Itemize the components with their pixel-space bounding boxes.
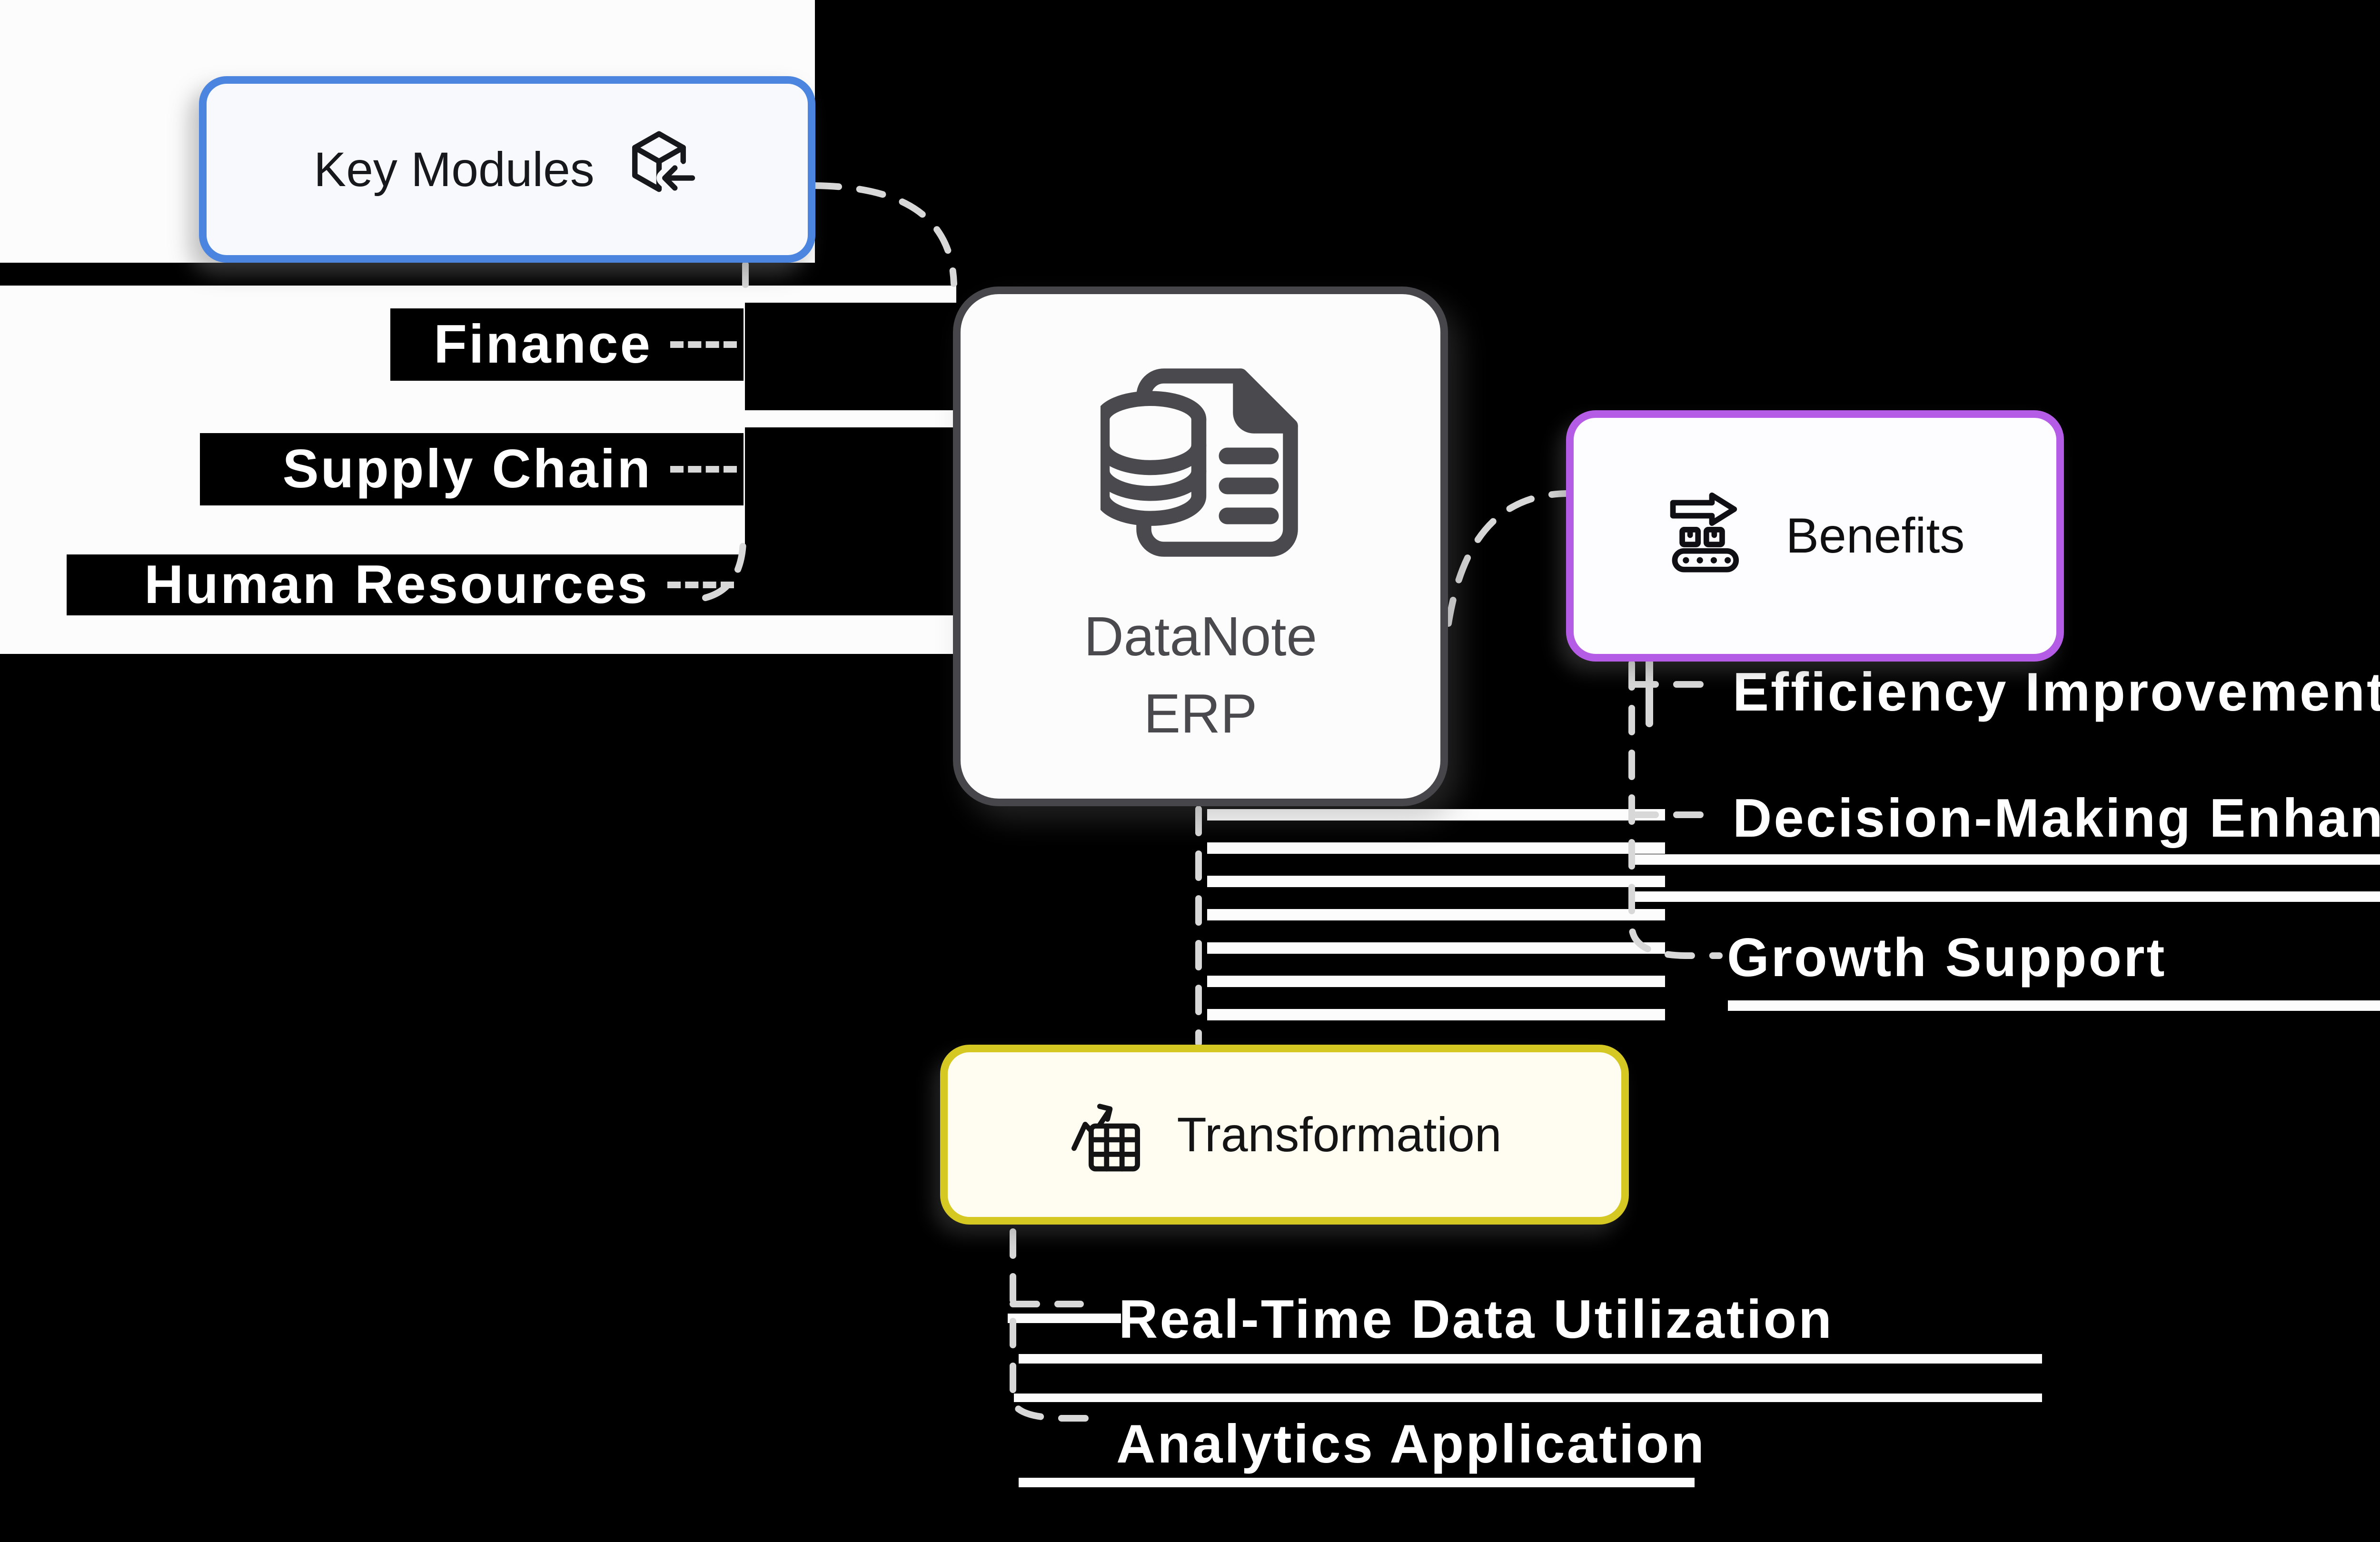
link-stripe — [1207, 909, 1665, 920]
benefits-label: Benefits — [1785, 508, 1965, 563]
leaf-row-finance: Finance — [390, 308, 744, 381]
leaf-real-time-data-utilization[interactable]: Real-Time Data Utilization — [1119, 1289, 1834, 1350]
root-title-line1: DataNote — [1083, 605, 1318, 667]
link-stripe-right — [1632, 891, 2380, 902]
underline-realtime — [1019, 1354, 2042, 1364]
table-trend-icon — [1071, 1104, 1140, 1172]
key-modules-label: Key Modules — [314, 142, 595, 197]
node-benefits[interactable]: Benefits — [1566, 410, 2064, 662]
realtime-link-line — [1008, 1314, 1121, 1323]
link-stripe — [1207, 809, 1665, 820]
leaf-human-resources[interactable]: Human Resources — [144, 554, 649, 615]
leaf-decision-making-enhancement[interactable]: Decision-Making Enhancement — [1733, 788, 2380, 849]
link-stripe — [1207, 976, 1665, 987]
link-root-benefits — [1445, 490, 1569, 627]
link-stripe — [1207, 842, 1665, 854]
underline-growth — [1728, 1000, 2380, 1011]
leaf-row-supply-chain: Supply Chain — [200, 433, 744, 505]
leaf-supply-chain[interactable]: Supply Chain — [282, 439, 652, 499]
dashed-connector — [670, 466, 737, 473]
link-hr-curve — [702, 540, 746, 601]
database-document-icon — [1101, 368, 1298, 557]
transformation-label: Transformation — [1177, 1107, 1502, 1162]
node-key-modules[interactable]: Key Modules — [199, 76, 815, 263]
dashed-connector — [667, 582, 734, 588]
link-stripe — [1207, 1009, 1665, 1020]
package-receive-icon — [632, 131, 701, 196]
leaf-efficiency-improvement[interactable]: Efficiency Improvement — [1733, 662, 2380, 722]
link-band-supply — [744, 410, 956, 427]
conveyor-belt-icon — [1670, 492, 1739, 573]
link-stripe — [1207, 876, 1665, 887]
leaf-finance[interactable]: Finance — [434, 314, 652, 375]
underline-analytics — [1019, 1478, 1695, 1487]
link-stripe — [1207, 942, 1665, 954]
leaf-analytics-application[interactable]: Analytics Application — [1116, 1414, 1706, 1474]
link-fill-left-bottom — [0, 613, 955, 654]
dashed-connector — [670, 341, 737, 348]
leaf-row-human-resources: Human Resources — [67, 554, 954, 615]
link-root-keymodules — [812, 182, 957, 287]
node-transformation[interactable]: Transformation — [940, 1045, 1629, 1225]
underline-decision — [1632, 854, 2380, 865]
benefits-rail — [1628, 660, 1723, 959]
link-stripe-bottom — [1014, 1394, 2042, 1402]
node-root-datanote-erp[interactable]: DataNote ERP — [953, 287, 1448, 806]
link-band-finance — [744, 286, 956, 303]
root-title-line2: ERP — [1143, 682, 1258, 744]
leaf-growth-support[interactable]: Growth Support — [1727, 928, 2167, 988]
transformation-rail — [1010, 1228, 1109, 1422]
